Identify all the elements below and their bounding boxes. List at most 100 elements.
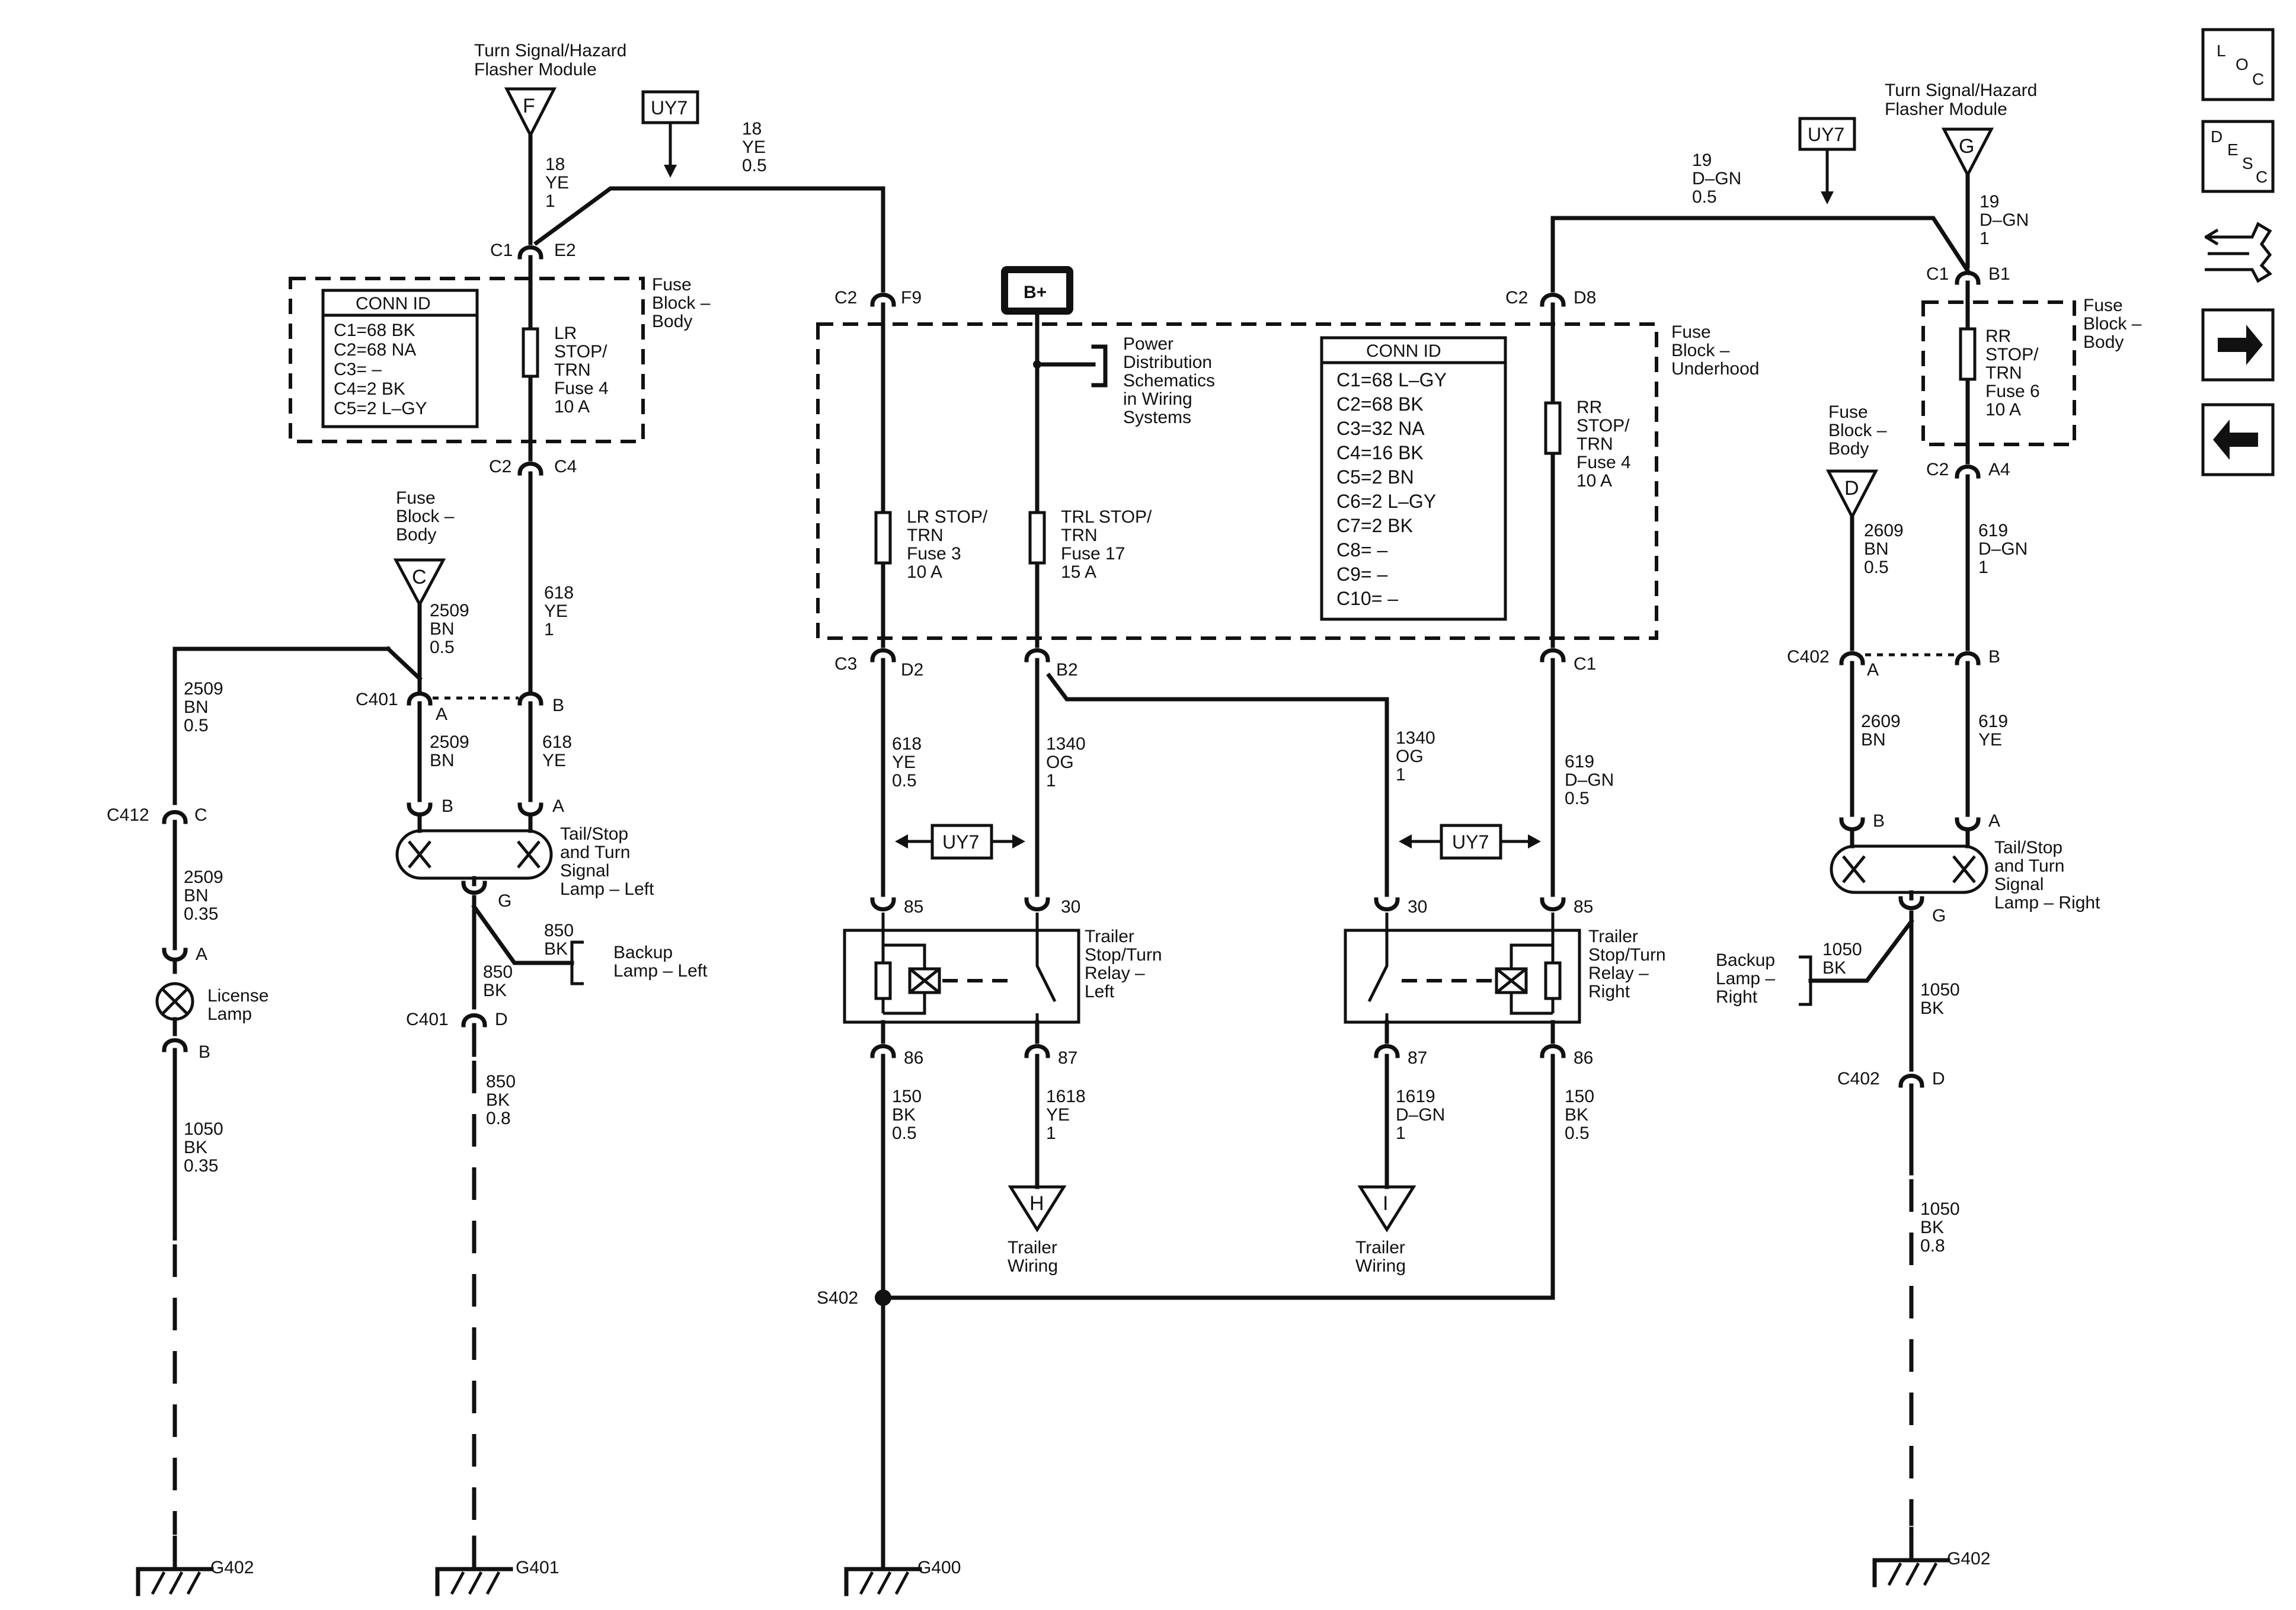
- label-center-c1: C1: [1574, 654, 1596, 674]
- label-left-wire-850-bk-0: 850: [544, 921, 574, 940]
- connector-lamp-left-a: [520, 805, 541, 815]
- label-center-pin-h: H: [1029, 1192, 1044, 1215]
- label-right-wire-619-dgn-1-2: 1: [1978, 558, 1988, 577]
- label-center-conn-lines-4: C5=2 BN: [1336, 466, 1414, 488]
- label-right-wire-1050-bk-l-1: BK: [1822, 958, 1846, 978]
- label-center-fuse-underhood-2: Underhood: [1671, 359, 1759, 379]
- label-left-tail-left-2: Signal: [560, 861, 609, 881]
- label-top-left-flasher-1: Flasher Module: [474, 60, 597, 79]
- label-center-c3: C3: [834, 654, 857, 674]
- loc-button[interactable]: L O C: [2201, 28, 2275, 101]
- label-left-wire-850-bk-1: BK: [483, 981, 507, 1000]
- label-center-wire-1618-ye-1-0: 1618: [1046, 1087, 1086, 1106]
- label-center-c2-right: C2: [1505, 288, 1528, 308]
- label-center-pin-87-r: 87: [1408, 1048, 1427, 1068]
- label-right-fuse-body-1: Block –: [2083, 314, 2142, 334]
- label-center-power-dist-4: Systems: [1123, 408, 1191, 427]
- label-top-left-conn-lines-3: C4=2 BK: [334, 379, 405, 399]
- label-right-backup-right-0: Backup: [1716, 950, 1775, 970]
- label-center-f9: F9: [901, 288, 922, 308]
- wire-850-bk-label: 850 BK 0.8: [486, 1072, 516, 1128]
- fuse-lr-stop-trn-3: [874, 511, 892, 565]
- label-center-wire-618-ye-05-1: YE: [892, 753, 916, 772]
- next-page-arrow-icon[interactable]: [2201, 308, 2275, 382]
- relay-left-pin-85: [872, 900, 894, 910]
- label-left-c401-b: C401: [406, 1010, 449, 1029]
- trailer-relay-right-label: Trailer Stop/Turn Relay – Right: [1588, 927, 1666, 1001]
- uy7-label-top-left: UY7: [641, 90, 699, 178]
- label-left-wire-2509-bn-05-b-0: 2509: [184, 679, 223, 699]
- wire-labels-relay-bottom: 150 BK 0.5 1618 YE 1 1619 D–GN 1 150 BK …: [892, 1087, 1594, 1143]
- label-left-tail-left-1: and Turn: [560, 843, 630, 862]
- label-left-tail-left-3: Lamp – Left: [560, 879, 654, 899]
- wire-850-bk: [471, 876, 574, 1010]
- label-top-left-fuse-body-1: Block –: [652, 293, 711, 313]
- label-center-wire-619-dgn-05-2: 0.5: [1565, 789, 1590, 808]
- label-left-g401: G401: [516, 1558, 559, 1577]
- connector-lamp-left-b: [409, 805, 430, 815]
- label-center-relay-left-1: Stop/Turn: [1085, 945, 1162, 965]
- trailer-relay-left-label: Trailer Stop/Turn Relay – Left: [1085, 927, 1162, 1001]
- label-left-wire-2509-bn-035-0: 2509: [184, 868, 223, 887]
- label-top-left-c4: C4: [554, 457, 577, 476]
- previous-page-arrow-icon[interactable]: [2201, 403, 2275, 476]
- fuse-lr-stop-trn-4-label: LR STOP/ TRN Fuse 4 10 A: [554, 324, 609, 417]
- label-right-wire-19-dgn-1-0: 19: [1980, 192, 1999, 212]
- label-top-left-wire-2509-bn-05-2: 0.5: [430, 638, 455, 657]
- label-left-wire-2509-bn-1: BN: [430, 751, 455, 770]
- label-center-bplus: B+: [1024, 283, 1047, 302]
- fuse-block-body-left: [289, 277, 645, 443]
- label-right-fuse-body-2: Body: [2083, 332, 2124, 352]
- label-top-left-wire-18-ye-05-2: 0.5: [742, 156, 767, 175]
- label-left-wire-1050-bk-035-2: 0.35: [184, 1156, 218, 1176]
- label-nav-desc-0: D: [2211, 127, 2223, 146]
- label-center-uy7-right: UY7: [1452, 831, 1489, 853]
- label-center-lr-fuse3-2: Fuse 3: [907, 544, 961, 564]
- label-center-rr-fuse-0: RR: [1576, 398, 1602, 417]
- label-top-left-wire-18-ye-05-1: YE: [742, 137, 766, 157]
- fuse-block-underhood-label: Fuse Block – Underhood: [1671, 322, 1759, 379]
- fuse-rr-stop-trn-4: [1544, 401, 1562, 455]
- label-center-trl-fuse17-2: Fuse 17: [1061, 544, 1125, 564]
- label-right-wire-2609-bn-05-2: 0.5: [1864, 558, 1889, 577]
- label-nav-loc-1: O: [2236, 55, 2249, 73]
- label-center-pin-85-r: 85: [1574, 897, 1593, 917]
- label-center-s402: S402: [817, 1288, 858, 1308]
- label-right-c402: C402: [1787, 647, 1830, 667]
- label-left-lamp-a: A: [552, 796, 564, 816]
- label-top-left-wire-618-ye-1-2: 1: [544, 620, 554, 639]
- label-top-left-wire-18-ye-05-0: 18: [742, 119, 762, 139]
- wire-labels-upper-left: 2509 BN 0.5 618 YE 1: [430, 583, 574, 657]
- label-center-conn-lines-5: C6=2 L–GY: [1336, 491, 1436, 512]
- uy7-label-top-right: UY7: [1798, 117, 1856, 204]
- wire-labels-right-lower: 2609 BN 619 YE: [1861, 712, 2008, 750]
- label-center-d2: D2: [901, 660, 923, 680]
- label-right-wire-19-dgn-05-0: 19: [1692, 151, 1712, 170]
- label-top-left-conn-lines-0: C1=68 BK: [334, 321, 415, 340]
- label-left-wire-1050-bk-035-1: BK: [184, 1138, 207, 1157]
- uy7-option-right: UY7: [1399, 824, 1541, 860]
- label-center-d8: D8: [1574, 288, 1596, 308]
- label-center-uy7-left: UY7: [942, 831, 979, 853]
- label-left-c: C: [194, 805, 207, 825]
- label-center-trl-fuse17-1: TRN: [1061, 526, 1098, 545]
- label-center-rr-fuse-3: Fuse 4: [1576, 453, 1631, 472]
- wire-labels-top-right: 19 D–GN 0.5 19 D–GN 1: [1692, 151, 2029, 248]
- license-lamp-label: License Lamp: [207, 986, 268, 1024]
- fuse-rr-stop-trn-6: [1959, 327, 1977, 381]
- label-right-wire-2609-bn-1: BN: [1861, 730, 1886, 750]
- flasher-module-left: Turn Signal/Hazard Flasher Module F: [474, 41, 626, 139]
- label-left-wire-2509-bn-05-b-2: 0.5: [184, 716, 209, 735]
- desc-button[interactable]: D E S C: [2201, 120, 2275, 193]
- label-left-d: D: [495, 1010, 508, 1029]
- label-left-c401: C401: [356, 690, 398, 709]
- label-center-conn-lines-1: C2=68 BK: [1336, 393, 1424, 415]
- fuse-rr-stop-trn-6-label: RR STOP/ TRN Fuse 6 10 A: [1985, 327, 2040, 420]
- label-left-license-0: License: [207, 986, 268, 1006]
- wire-150-bk: [881, 1054, 1555, 1537]
- label-center-wire-1340-og-1-2: 1: [1046, 771, 1056, 790]
- connector-view-icon[interactable]: [2205, 222, 2273, 283]
- wire-labels-left-c401: 2509 BN 0.5 2509 BN 618 YE: [184, 679, 572, 770]
- label-right-a: A: [1867, 660, 1879, 680]
- label-left-wire-1050-bk-035-0: 1050: [184, 1119, 223, 1139]
